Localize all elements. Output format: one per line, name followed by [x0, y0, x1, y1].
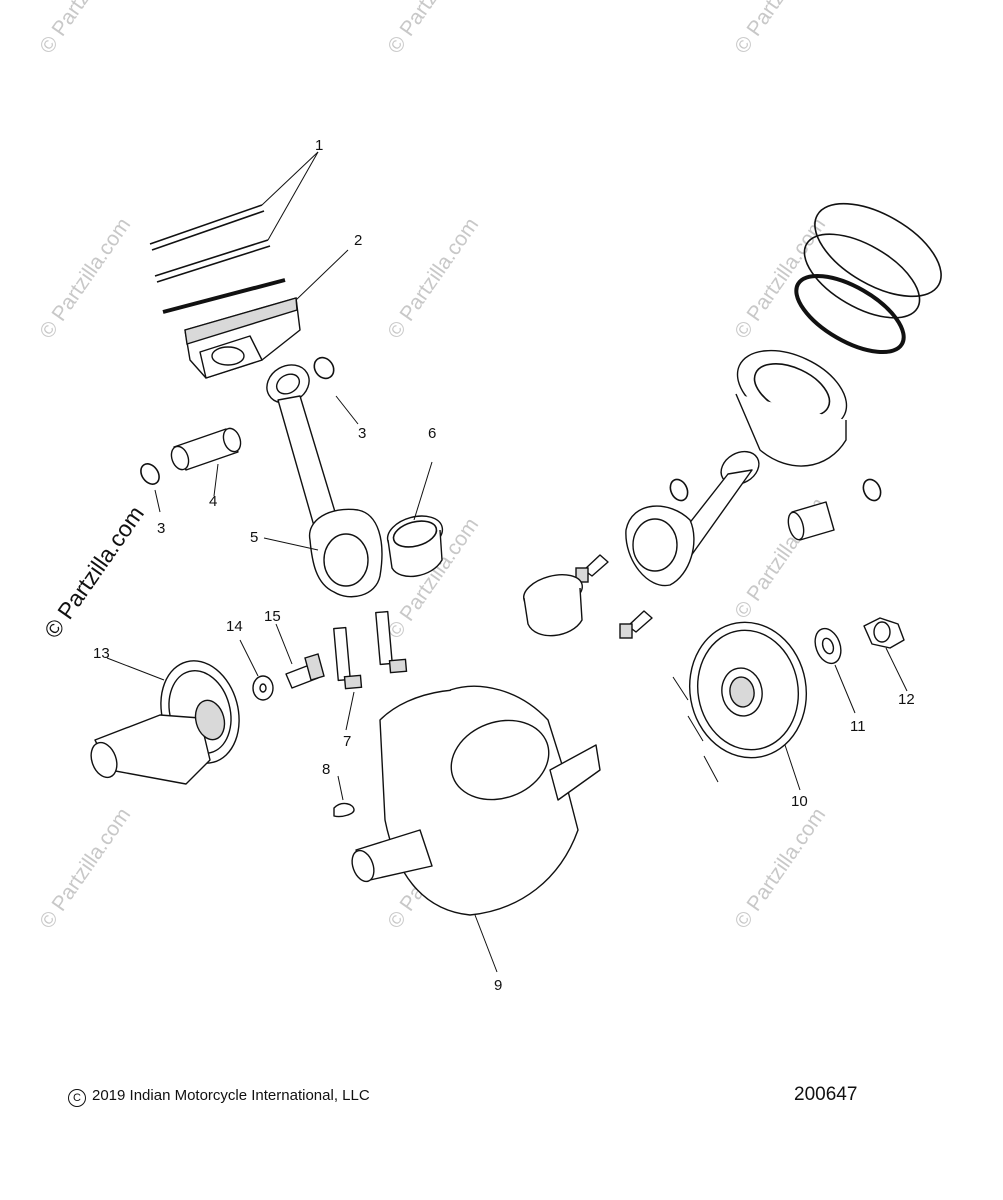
- circlip-right-1[interactable]: [667, 477, 691, 504]
- washer-14[interactable]: [252, 675, 274, 701]
- piston-rings-right[interactable]: [785, 185, 957, 368]
- callout-14: 14: [226, 618, 243, 635]
- callout-2: 2: [354, 232, 362, 249]
- rod-bolt-right-1[interactable]: [575, 554, 609, 583]
- circlip-right-2[interactable]: [860, 477, 884, 504]
- copyright-icon: C: [68, 1089, 86, 1107]
- gear-10[interactable]: [679, 613, 817, 767]
- watermark-text: © Partzilla.com: [383, 0, 483, 58]
- woodruff-key[interactable]: [333, 802, 355, 818]
- watermark-text: © Partzilla.com: [730, 0, 830, 58]
- callout-8: 8: [322, 761, 330, 778]
- rod-bolt-right-2[interactable]: [619, 610, 653, 639]
- nut-12[interactable]: [863, 617, 905, 649]
- callout-5: 5: [250, 529, 258, 546]
- connecting-rod-right[interactable]: [625, 445, 765, 587]
- callout-6: 6: [428, 425, 436, 442]
- watermark-text: © Partzilla.com: [35, 214, 135, 343]
- copyright-footer: C 2019 Indian Motorcycle International, L…: [68, 1087, 370, 1107]
- piston-pin-left[interactable]: [168, 426, 243, 472]
- rod-bearing-right[interactable]: [520, 569, 586, 637]
- callout-15: 15: [264, 608, 281, 625]
- piston-right[interactable]: [725, 335, 859, 467]
- callout-4: 4: [209, 493, 217, 510]
- circlip-upper[interactable]: [310, 354, 337, 382]
- circlip-lower[interactable]: [137, 460, 163, 487]
- watermark-text: © Partzilla.com: [730, 804, 830, 933]
- piston-pin-right[interactable]: [786, 501, 835, 541]
- watermark-text: © Partzilla.com: [383, 214, 483, 343]
- callout-3-upper: 3: [358, 425, 366, 442]
- connecting-rod-left[interactable]: [260, 357, 383, 598]
- piston-rings-left[interactable]: [149, 204, 286, 314]
- rod-bearing-left[interactable]: [384, 510, 447, 578]
- rod-bolt-1[interactable]: [333, 626, 363, 690]
- callout-12: 12: [898, 691, 915, 708]
- rod-bolt-2[interactable]: [375, 610, 408, 674]
- bolt-15[interactable]: [285, 653, 325, 689]
- crankshaft[interactable]: [348, 685, 601, 916]
- watermark-text: © Partzilla.com: [35, 0, 135, 58]
- callout-1: 1: [315, 137, 323, 154]
- copyright-text: 2019 Indian Motorcycle International, LL…: [92, 1087, 370, 1104]
- callout-9: 9: [494, 977, 502, 994]
- callout-labels: 1 2 3 3 4 5 6 7 8 9 10 11 12 13 14 15: [93, 137, 915, 994]
- callout-11: 11: [850, 718, 866, 735]
- callout-7: 7: [343, 733, 351, 750]
- camshaft-gear-assembly[interactable]: [87, 652, 251, 785]
- callout-10: 10: [791, 793, 808, 810]
- callout-3-lower: 3: [157, 520, 165, 537]
- leader-lines: [106, 151, 908, 973]
- washer-11[interactable]: [811, 625, 846, 667]
- watermark-text-dark: © Partzilla.com: [39, 501, 149, 643]
- diagram-number: 200647: [794, 1084, 858, 1105]
- callout-13: 13: [93, 645, 110, 662]
- watermark-text: © Partzilla.com: [35, 804, 135, 933]
- piston-left[interactable]: [184, 297, 301, 379]
